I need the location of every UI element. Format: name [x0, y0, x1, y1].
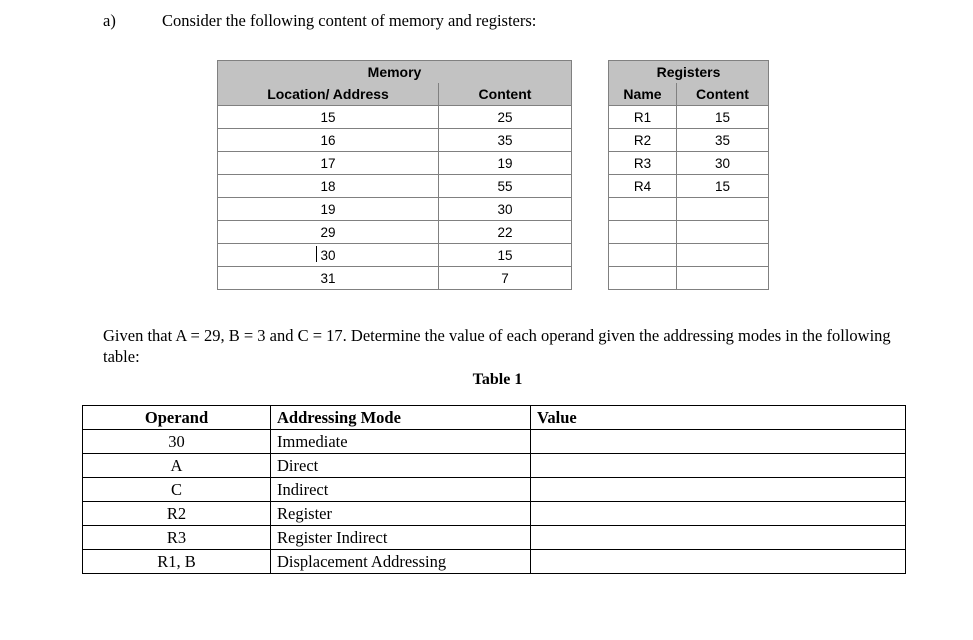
memory-address-cell: 19	[217, 197, 439, 221]
table1-mode-cell: Indirect	[270, 477, 531, 502]
register-content-cell	[676, 220, 769, 244]
register-name-cell	[608, 243, 677, 267]
table-row: 30 15	[217, 243, 572, 267]
memory-address-cell: 29	[217, 220, 439, 244]
table-row: 18 55	[217, 174, 572, 198]
register-content-cell: 15	[676, 105, 769, 129]
table-row: 15 25	[217, 105, 572, 129]
memory-table-header-row: Location/ Address Content	[217, 82, 572, 106]
registers-table-title-row: Registers	[608, 60, 769, 83]
registers-header-content: Content	[676, 82, 769, 106]
table1-header-row: Operand Addressing Mode Value	[82, 405, 906, 430]
memory-content-cell: 19	[438, 151, 572, 175]
table1-value-cell[interactable]	[530, 477, 906, 502]
memory-table-title: Memory	[217, 60, 572, 83]
memory-table: Memory Location/ Address Content 15 25 1…	[217, 60, 572, 290]
table-row: C Indirect	[82, 477, 906, 502]
register-content-cell	[676, 243, 769, 267]
table1-caption: Table 1	[472, 371, 523, 388]
table1-header-value: Value	[530, 405, 906, 430]
memory-content-cell: 7	[438, 266, 572, 290]
table1-operand-cell: R1, B	[82, 549, 271, 574]
register-name-cell: R4	[608, 174, 677, 198]
question-marker: a)	[103, 11, 116, 30]
table-row: R1, B Displacement Addressing	[82, 549, 906, 574]
memory-content-cell: 35	[438, 128, 572, 152]
table-row: A Direct	[82, 453, 906, 478]
table1-operand-cell: R2	[82, 501, 271, 526]
registers-header-name: Name	[608, 82, 677, 106]
addressing-modes-table: Operand Addressing Mode Value 30 Immedia…	[82, 405, 906, 574]
table1-header-operand: Operand	[82, 405, 271, 430]
table1-mode-cell: Immediate	[270, 429, 531, 454]
table-row: R2 Register	[82, 501, 906, 526]
memory-content-cell: 25	[438, 105, 572, 129]
table-row: R2 35	[608, 128, 769, 152]
table-row: 17 19	[217, 151, 572, 175]
table1-value-cell[interactable]	[530, 453, 906, 478]
table-row	[608, 197, 769, 221]
table1-value-cell[interactable]	[530, 525, 906, 550]
memory-content-cell: 30	[438, 197, 572, 221]
table1-value-cell[interactable]	[530, 501, 906, 526]
memory-content-cell: 22	[438, 220, 572, 244]
register-content-cell: 35	[676, 128, 769, 152]
memory-address-cell: 16	[217, 128, 439, 152]
memory-address-cell: 18	[217, 174, 439, 198]
table-row: R3 Register Indirect	[82, 525, 906, 550]
registers-table: Registers Name Content R1 15 R2 35 R3 30…	[608, 60, 769, 290]
table1-mode-cell: Register Indirect	[270, 525, 531, 550]
table-row: 29 22	[217, 220, 572, 244]
table-row: 16 35	[217, 128, 572, 152]
table-row: R3 30	[608, 151, 769, 175]
table1-operand-cell: A	[82, 453, 271, 478]
table-row: 30 Immediate	[82, 429, 906, 454]
question-prompt-text: Consider the following content of memory…	[162, 11, 537, 30]
memory-address-cell: 15	[217, 105, 439, 129]
text-caret: 30	[316, 245, 336, 263]
question-prompt: a) Consider the following content of memo…	[103, 11, 536, 31]
given-statement: Given that A = 29, B = 3 and C = 17. Det…	[103, 326, 891, 366]
table1-mode-cell: Displacement Addressing	[270, 549, 531, 574]
table-row: R1 15	[608, 105, 769, 129]
table1-operand-cell: R3	[82, 525, 271, 550]
table1-mode-cell: Direct	[270, 453, 531, 478]
register-name-cell	[608, 266, 677, 290]
memory-header-content: Content	[438, 82, 572, 106]
register-name-cell	[608, 197, 677, 221]
table-row: 31 7	[217, 266, 572, 290]
register-name-cell: R3	[608, 151, 677, 175]
register-name-cell: R1	[608, 105, 677, 129]
register-content-cell: 15	[676, 174, 769, 198]
table-row: 19 30	[217, 197, 572, 221]
memory-content-cell: 55	[438, 174, 572, 198]
register-name-cell	[608, 220, 677, 244]
registers-table-header-row: Name Content	[608, 82, 769, 106]
register-content-cell: 30	[676, 151, 769, 175]
table1-operand-cell: C	[82, 477, 271, 502]
memory-table-title-row: Memory	[217, 60, 572, 83]
memory-address-cell: 31	[217, 266, 439, 290]
table1-operand-cell: 30	[82, 429, 271, 454]
table1-value-cell[interactable]	[530, 429, 906, 454]
table1-value-cell[interactable]	[530, 549, 906, 574]
register-content-cell	[676, 266, 769, 290]
table1-header-mode: Addressing Mode	[270, 405, 531, 430]
registers-table-title: Registers	[608, 60, 769, 83]
table-row	[608, 243, 769, 267]
memory-content-cell: 15	[438, 243, 572, 267]
memory-address-cell-caret: 30	[217, 243, 439, 267]
table-row	[608, 266, 769, 290]
memory-address-cell: 17	[217, 151, 439, 175]
memory-header-address: Location/ Address	[217, 82, 439, 106]
register-content-cell	[676, 197, 769, 221]
register-name-cell: R2	[608, 128, 677, 152]
table1-mode-cell: Register	[270, 501, 531, 526]
table-row: R4 15	[608, 174, 769, 198]
table-row	[608, 220, 769, 244]
